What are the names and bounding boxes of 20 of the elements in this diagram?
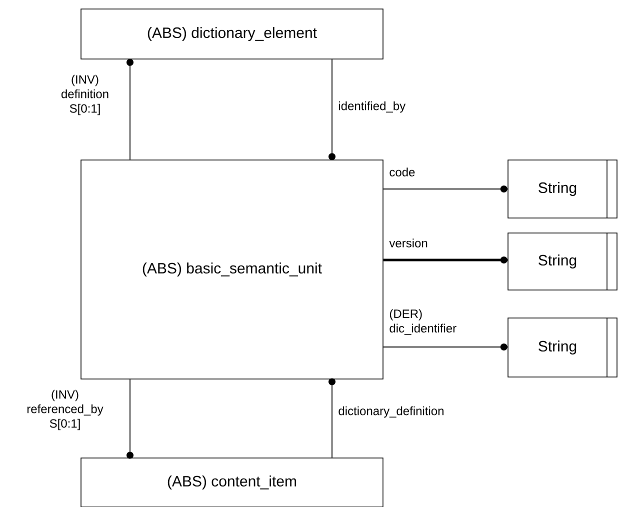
edge-label: (INV) referenced_by S[0:1] xyxy=(27,390,104,430)
edge-label: identified_by xyxy=(339,101,406,113)
entity-box: (ABS) content_item xyxy=(80,458,384,507)
simple-type-box: String xyxy=(508,232,618,290)
edge-label: (INV) definition S[0:1] xyxy=(61,74,108,116)
connector-line xyxy=(126,58,134,160)
connector-line xyxy=(382,186,508,192)
connector-line xyxy=(383,256,508,264)
connector-line xyxy=(126,378,134,459)
edge-label: dictionary_definition xyxy=(338,406,444,418)
entity-box: (ABS) dictionary_element xyxy=(80,8,384,60)
edge-label: (DER) dic_identifier xyxy=(390,309,456,335)
connector-line xyxy=(382,344,508,350)
edge-label: code xyxy=(390,168,415,176)
simple-type-box: String xyxy=(508,318,618,378)
entity-box: (ABS) basic_semantic_unit xyxy=(80,160,384,380)
simple-type-box: String xyxy=(508,160,618,218)
connector-line xyxy=(328,58,336,160)
connector-line xyxy=(328,378,336,458)
edge-label: version xyxy=(389,238,428,248)
